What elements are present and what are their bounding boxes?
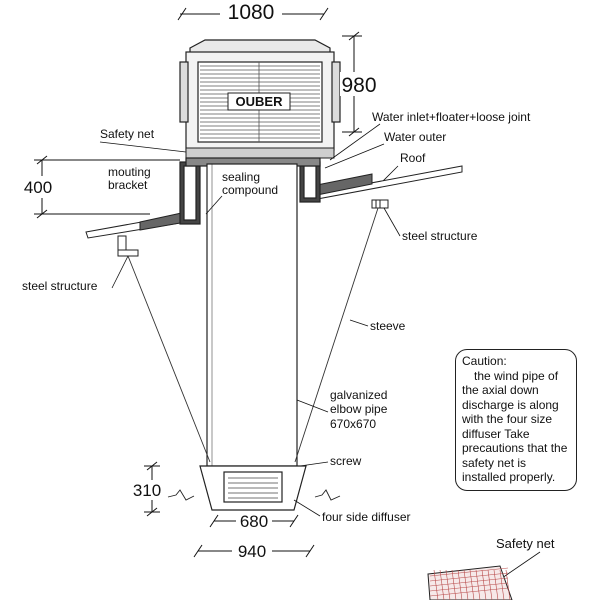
safety-net-bottom-leader [501,551,541,579]
water-outer-leader [324,143,385,169]
water-inlet-label: Water inlet+floater+loose joint [372,110,531,124]
net-mesh-line [451,569,457,600]
roof-label: Roof [400,151,426,165]
dimension-bracket-height [34,155,180,219]
net-mesh-line [475,569,481,600]
sleeve-label: steeve [370,319,406,333]
sleeve-cables [127,207,379,463]
sealing-leader [205,195,223,215]
airflow-arrows [167,489,341,501]
mounting-bracket [179,157,321,225]
dimension-680-label: 680 [240,512,268,531]
net-mesh-line [505,569,511,600]
water-inlet-leader [329,123,381,161]
screw-leader [299,461,329,467]
caution-box: Caution: the wind pipe of the axial down… [455,349,577,491]
caution-body: the wind pipe of the axial down discharg… [462,368,568,485]
safety-net-top-label: Safety net [100,127,155,141]
water-outer-label: Water outer [384,130,446,144]
dimension-400-label: 400 [24,178,52,197]
pipe-label-1: galvanized [330,388,387,402]
safety-net-bottom-label: Safety net [496,536,555,551]
mounting-bracket-label-2: bracket [108,178,148,192]
net-mesh-line [445,569,451,600]
net-mesh-line [493,569,499,600]
net-mesh-line [429,582,509,592]
safety-net-illustration [427,565,513,600]
dimension-940-label: 940 [238,542,266,561]
dimension-310-label: 310 [133,481,161,500]
pipe-size-label: 670x670 [330,417,376,431]
sleeve-leader [349,319,369,327]
dimension-1080-label: 1080 [228,1,275,24]
pipe-label-2: elbow pipe [330,402,388,416]
safety-net-top-leader [99,141,187,153]
sealing-label-2: compound [222,183,278,197]
steel-structure-left [117,235,139,257]
unit-base [185,147,335,159]
brand-label: OUBER [236,94,284,109]
ouber-badge: OUBER [227,92,291,111]
net-mesh-line [457,569,463,600]
steel-structure-right [371,199,389,209]
diffuser-slats [228,477,278,499]
mounting-bracket-label-1: mouting [108,165,151,179]
diffuser-label: four side diffuser [322,510,411,524]
net-mesh-line [463,569,469,600]
dimension-980-label: 980 [341,74,376,97]
net-mesh-line [469,569,475,600]
steel-left-leader [111,255,129,289]
net-mesh-line [429,567,509,577]
screw-label: screw [330,454,362,468]
caution-title: Caution: [462,354,507,368]
net-mesh-line [499,569,505,600]
net-mesh-line [429,577,509,587]
net-mesh-line [429,572,509,582]
pipe-leader [296,399,329,413]
net-mesh-line [481,569,487,600]
steel-right-leader [383,207,401,237]
steel-structure-right-label: steel structure [402,229,478,243]
sealing-label-1: sealing [222,170,260,184]
galvanized-duct [206,163,298,467]
steel-structure-left-label: steel structure [22,279,98,293]
diffuser-leader [293,499,321,517]
net-mesh-line [429,587,509,597]
